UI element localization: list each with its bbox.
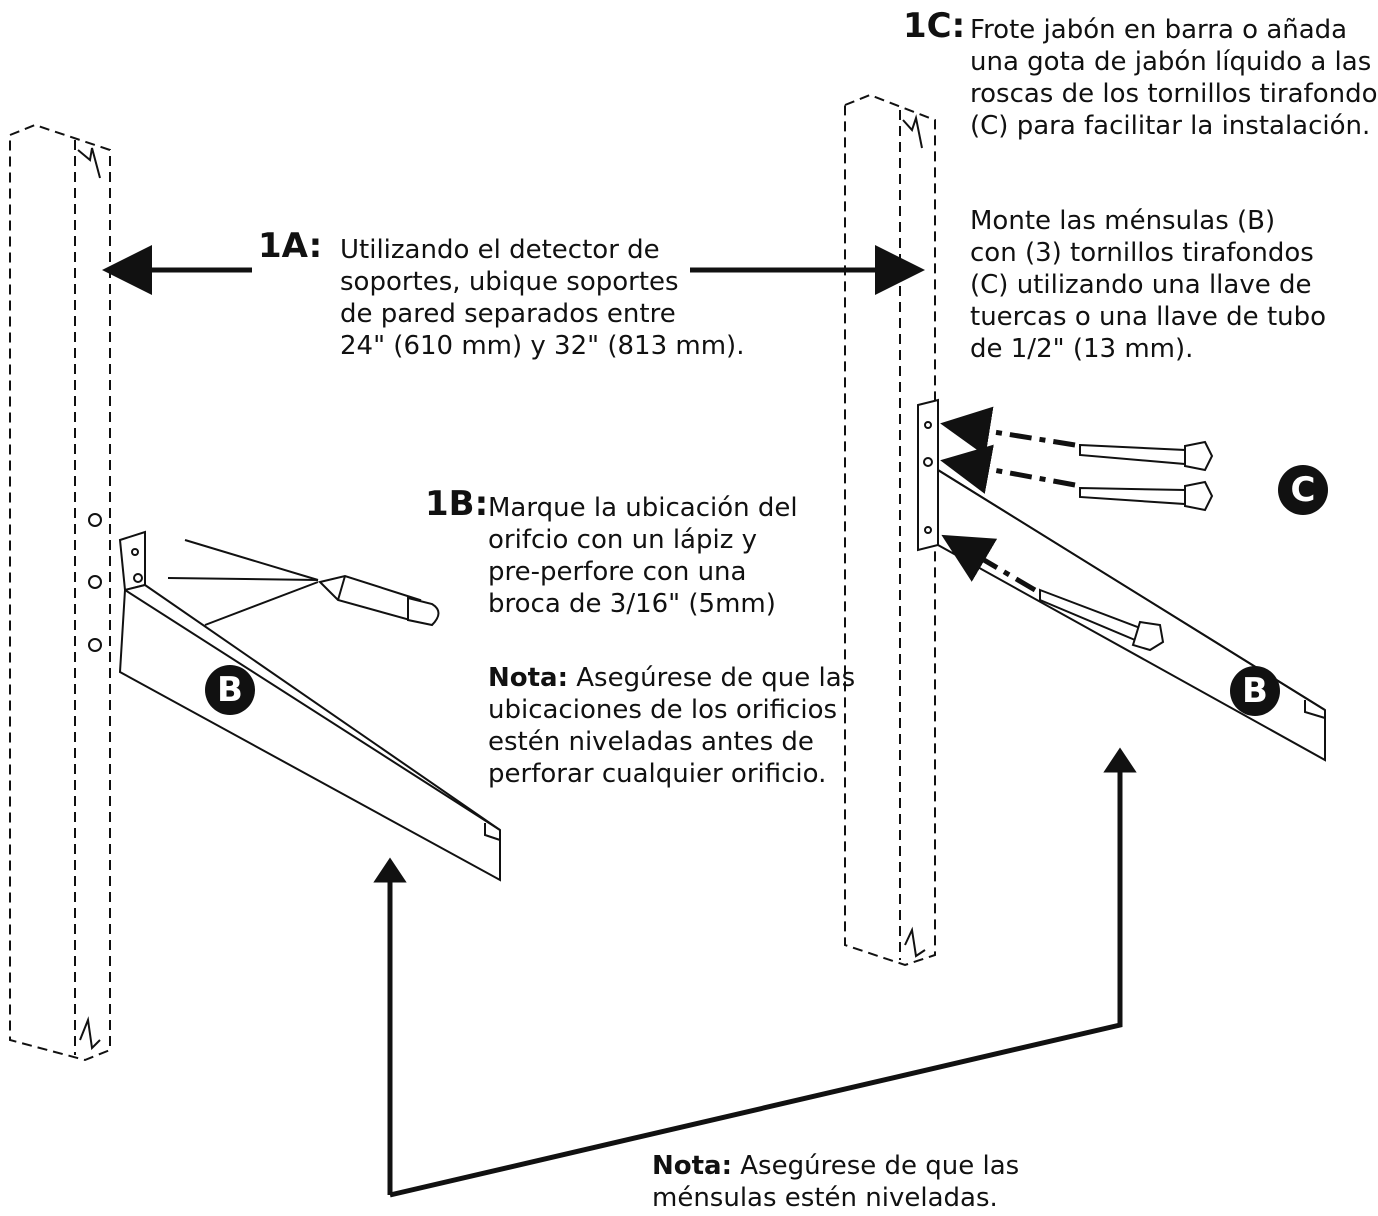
left-bracket [118, 530, 501, 882]
left-stud-break-marks [77, 147, 101, 1051]
bottom-note-line: ménsulas estén niveladas. [652, 1183, 998, 1213]
step-1a-line: 24" (610 mm) y 32" (813 mm). [340, 331, 745, 361]
step-1c-line: con (3) tornillos tirafondos [970, 238, 1314, 268]
step-1b-note-line: perforar cualquier orificio. [488, 759, 827, 789]
left-wall-stud [9, 123, 111, 1062]
right-stud-break-marks [902, 114, 926, 958]
step-1a-text: Utilizando el detector de soportes, ubiq… [340, 234, 744, 362]
step-1a-line: de pared separados entre [340, 299, 676, 329]
bottom-note-line: Asegúrese de que las [740, 1151, 1020, 1181]
level-check-arrows [373, 747, 1137, 1198]
right-bracket [917, 398, 1326, 762]
step-1b-note-line: ubicaciones de los orificios [488, 695, 838, 725]
pencil-sight-lines [167, 539, 319, 626]
step-1c-line: roscas de los tornillos tirafondo [970, 79, 1378, 109]
step-1c-line: (C) utilizando una llave de [970, 270, 1312, 300]
step-1b-note-line: Asegúrese de que las [576, 663, 856, 693]
step-1a-line: Utilizando el detector de [340, 235, 660, 265]
step-1c-text-2: Monte las ménsulas (B) con (3) tornillos… [970, 205, 1326, 365]
step-1a-label: 1A: [258, 226, 323, 266]
lag-screws [1039, 440, 1214, 652]
screw-insertion-arrows [940, 406, 1076, 593]
step-1c-line: Frote jabón en barra o añada [970, 15, 1348, 45]
step-1b-label: 1B: [425, 484, 489, 524]
marked-holes [88, 513, 102, 652]
step-1b-note: Nota: Asegúrese de que las ubicaciones d… [488, 662, 855, 790]
step-1b-line: Marque la ubicación del [488, 493, 798, 523]
step-1c-line: (C) para facilitar la instalación. [970, 111, 1371, 141]
part-c-badge: C [1278, 465, 1328, 515]
step-1c-label: 1C: [903, 6, 966, 46]
part-b-badge-right: B [1230, 666, 1280, 716]
step-1b-text: Marque la ubicación del orifcio con un l… [488, 492, 798, 620]
right-wall-stud [844, 93, 936, 967]
step-1b-note-line: estén niveladas antes de [488, 727, 814, 757]
step-1c-line: una gota de jabón líquido a las [970, 47, 1372, 77]
bottom-note-label: Nota: [652, 1151, 732, 1181]
step-1c-text: Frote jabón en barra o añada una gota de… [970, 14, 1378, 142]
step-1b-line: pre-perfore con una [488, 557, 747, 587]
step-1b-note-label: Nota: [488, 663, 568, 693]
step-1c-line: de 1/2" (13 mm). [970, 334, 1194, 364]
pencil-icon [318, 574, 440, 627]
part-b-badge-left: B [205, 665, 255, 715]
bottom-note: Nota: Asegúrese de que las ménsulas esté… [652, 1150, 1019, 1214]
step-1c-line: Monte las ménsulas (B) [970, 206, 1276, 236]
step-1b-line: orifcio con un lápiz y [488, 525, 758, 555]
step-1a-line: soportes, ubique soportes [340, 267, 679, 297]
step-1b-line: broca de 3/16" (5mm) [488, 589, 776, 619]
step-1c-line: tuercas o una llave de tubo [970, 302, 1327, 332]
